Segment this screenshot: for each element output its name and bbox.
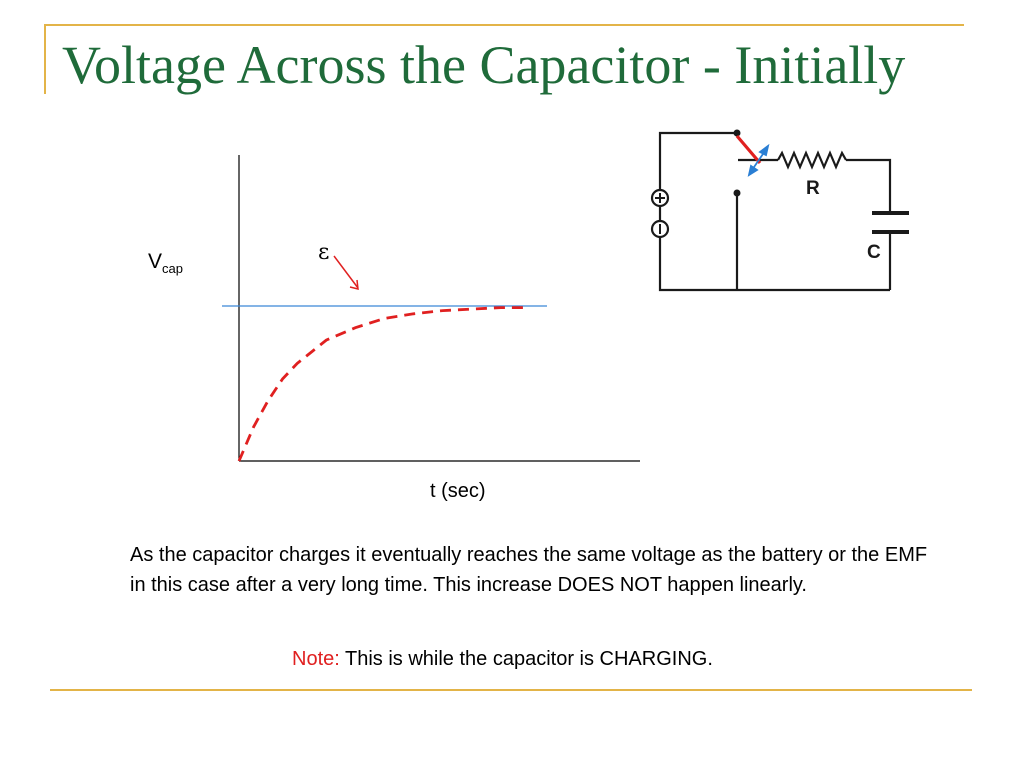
resistor — [777, 150, 847, 170]
circuit-wire-right — [846, 158, 892, 212]
frame-bottom-line — [50, 689, 972, 691]
resistor-label: R — [806, 178, 820, 199]
slide-title: Voltage Across the Capacitor - Initially — [62, 35, 906, 95]
frame-left-line — [44, 24, 46, 94]
charging-curve — [237, 306, 525, 462]
switch-contact-top — [733, 129, 741, 137]
capacitor-label: C — [867, 242, 881, 263]
frame-top-line — [44, 24, 964, 26]
note-text: This is while the capacitor is CHARGING. — [339, 648, 713, 670]
emf-arrow-line — [333, 255, 359, 289]
switch-contact-bottom — [733, 189, 741, 197]
emf-arrow-head — [349, 279, 359, 290]
switch-toggle-arrows-icon — [747, 143, 770, 177]
circuit-wire-top — [658, 131, 737, 292]
emf-label: ε — [318, 240, 330, 265]
note-label: Note: — [292, 648, 340, 670]
y-axis-label: Vcap — [148, 250, 183, 276]
explanation-paragraph: As the capacitor charges it eventually r… — [130, 544, 928, 596]
x-axis-label: t (sec) — [430, 480, 486, 502]
switch-blade — [735, 134, 762, 165]
note-line: Note: This is while the capacitor is CHA… — [292, 648, 713, 671]
